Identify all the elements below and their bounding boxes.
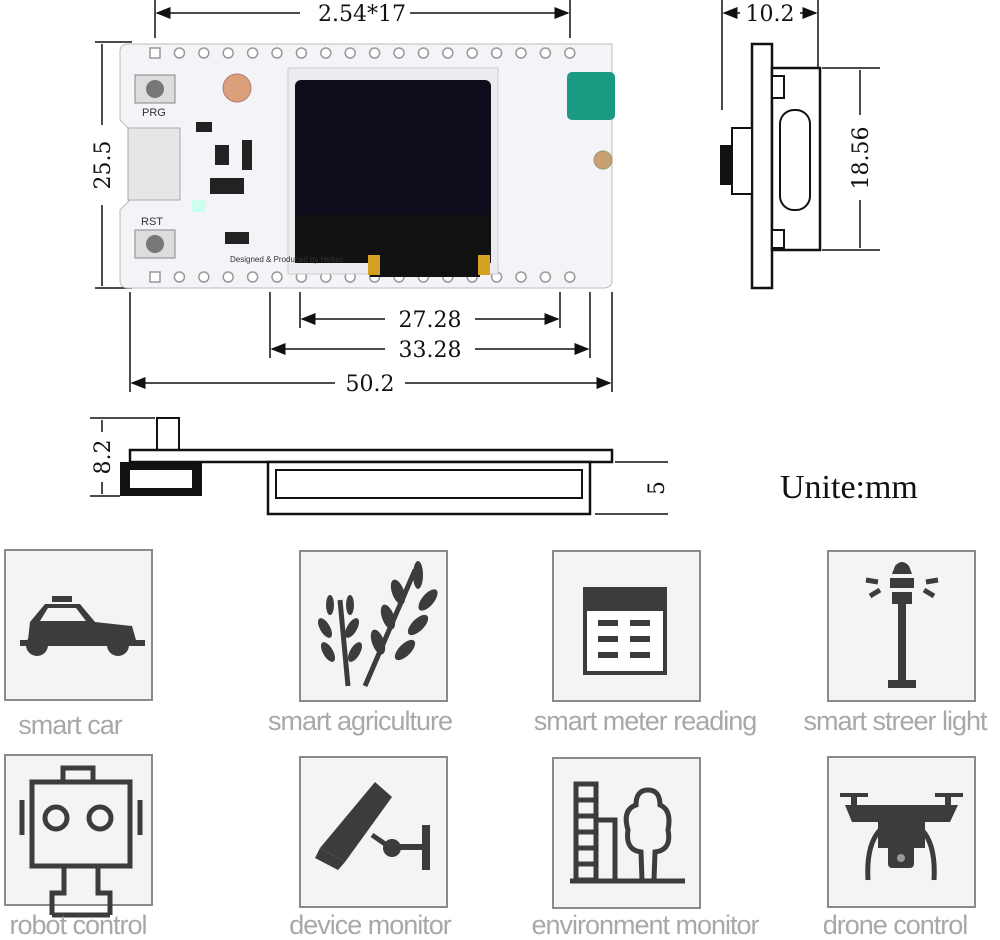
dim-board-height: 25.5: [91, 41, 132, 289]
header-pin-hole: [442, 47, 454, 59]
header-pin-hole: [173, 47, 186, 59]
svg-text:device monitor: device monitor: [289, 910, 452, 940]
svg-text:27.28: 27.28: [399, 308, 462, 333]
header-pin-hole: [344, 47, 356, 59]
street-light-icon: [865, 562, 939, 688]
header-pin-hole: [515, 47, 527, 59]
header-pin-hole: [564, 271, 576, 283]
meter-icon: [583, 587, 667, 675]
app-tile-robot-control: robot control: [4, 754, 153, 940]
header-pin-hole: [515, 271, 527, 283]
header-pin-hole: [198, 271, 210, 283]
board-side-view: 10.2 18.56: [720, 0, 880, 290]
board-profile-view: 8.2 5: [90, 417, 670, 516]
svg-text:Designed & Produced by Heltec: Designed & Produced by Heltec: [230, 255, 343, 264]
header-pin-hole: [539, 271, 552, 283]
header-pin-hole: [490, 47, 503, 59]
svg-text:environment monitor: environment monitor: [531, 910, 759, 940]
svg-text:2.54*17: 2.54*17: [318, 2, 406, 27]
header-pin-hole: [198, 47, 210, 59]
svg-text:18.56: 18.56: [849, 127, 874, 190]
header-pin-hole: [271, 47, 283, 59]
board-top-view: PRG RST Designed & Produced by Heltec: [119, 43, 615, 289]
camera-icon: [315, 782, 430, 870]
svg-text:33.28: 33.28: [399, 338, 462, 363]
header-pin-hole: [222, 271, 234, 283]
header-pin-hole: [222, 47, 234, 59]
header-pin-hole: [149, 271, 161, 283]
svg-text:drone control: drone control: [823, 910, 968, 940]
app-tile-smart-agriculture: smart agriculture: [268, 550, 453, 736]
wheat-icon: [318, 561, 438, 687]
header-pin-hole: [295, 47, 308, 59]
svg-text:10.2: 10.2: [746, 2, 795, 27]
header-pin-hole: [246, 271, 259, 283]
svg-text:robot control: robot control: [9, 910, 146, 940]
header-pin-hole: [539, 47, 552, 59]
svg-text:smart car: smart car: [18, 710, 123, 740]
app-tile-smart-streer-light: smart streer light: [803, 550, 989, 736]
svg-text:smart streer light: smart streer light: [803, 706, 988, 736]
header-pin-hole: [368, 47, 381, 59]
svg-text:smart agriculture: smart agriculture: [268, 706, 452, 736]
svg-text:8.2: 8.2: [91, 440, 116, 475]
app-tile-drone-control: drone control: [823, 756, 976, 940]
svg-text:50.2: 50.2: [346, 372, 395, 397]
header-pin-hole: [320, 47, 332, 59]
header-pin-hole: [173, 271, 186, 283]
car-icon: [20, 596, 145, 656]
header-pin-hole: [246, 47, 259, 59]
app-tile-environment-monitor: environment monitor: [531, 757, 761, 940]
header-pin-hole: [564, 47, 576, 59]
header-pin-hole: [149, 47, 161, 59]
app-tile-device-monitor: device monitor: [289, 756, 453, 940]
robot-icon: [19, 765, 143, 918]
dim-horizontal-set: 27.28 33.28 50.2: [129, 292, 613, 397]
dim-pin-pitch: 2.54*17: [154, 0, 571, 38]
svg-text:5: 5: [645, 481, 670, 495]
svg-text:25.5: 25.5: [91, 141, 116, 190]
header-pin-hole: [393, 47, 405, 59]
app-tile-smart-car: smart car: [4, 549, 153, 740]
header-pin-hole: [271, 271, 283, 283]
svg-text:RST: RST: [141, 216, 163, 228]
header-pin-hole: [466, 47, 478, 59]
app-tile-smart-meter-reading: smart meter reading: [534, 550, 757, 736]
unit-label: Unite:mm: [780, 469, 918, 506]
header-pin-hole: [417, 47, 430, 59]
environment-icon: [570, 781, 685, 884]
drone-icon: [840, 793, 963, 881]
svg-text:PRG: PRG: [142, 107, 166, 119]
svg-text:smart meter reading: smart meter reading: [534, 706, 757, 736]
